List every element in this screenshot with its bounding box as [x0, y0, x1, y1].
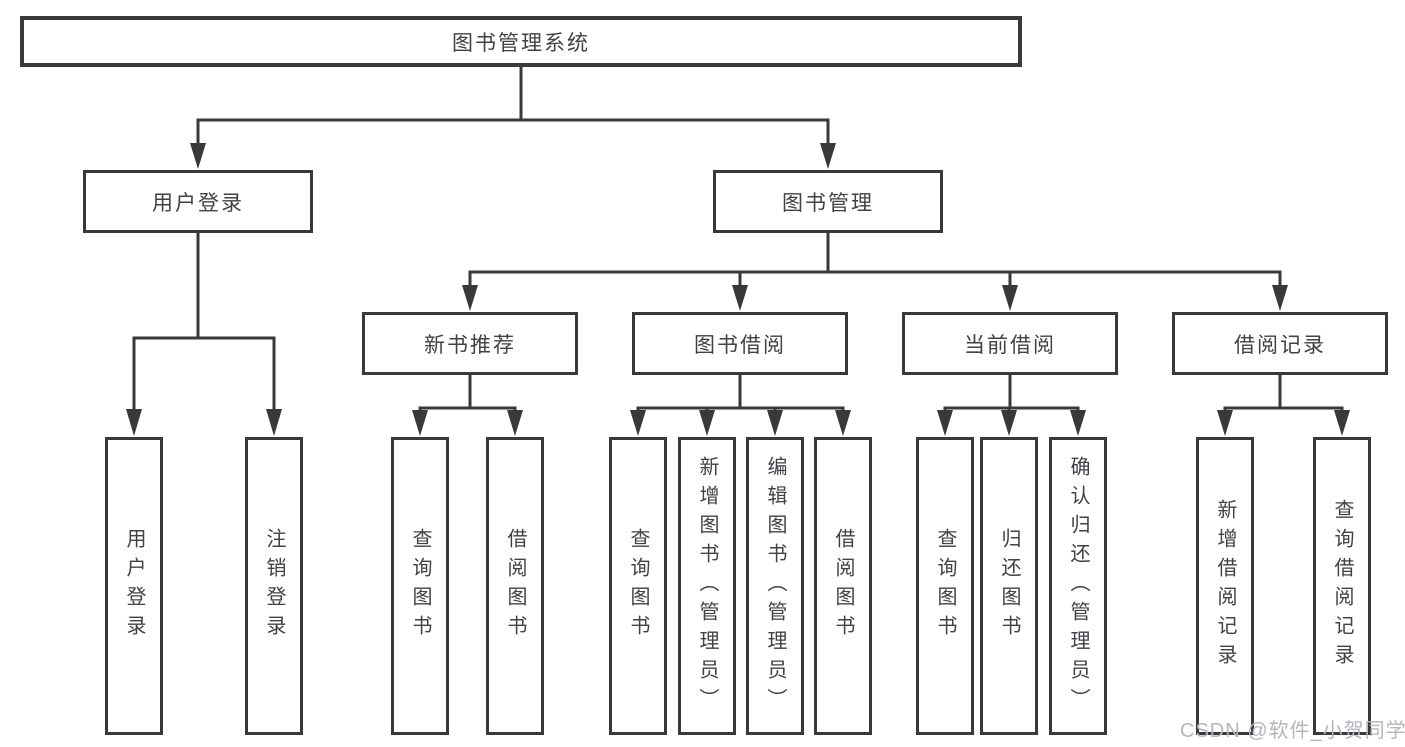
leaf-current-return: 归还图书	[980, 437, 1038, 735]
leaf-borrow-book: 借阅图书	[814, 437, 872, 735]
leaf-user-login: 用户登录	[105, 437, 163, 735]
leaf-current-query: 查询图书	[916, 437, 974, 735]
arrowhead-icons	[126, 143, 1350, 436]
node-user-login: 用户登录	[83, 170, 313, 233]
leaf-label: 编辑图书（管理员）	[764, 455, 786, 717]
leaf-label: 注销登录	[263, 528, 285, 644]
leaf-label: 新增图书（管理员）	[696, 455, 718, 717]
leaf-label: 归还图书	[998, 528, 1020, 644]
leaf-label: 确认归还（管理员）	[1067, 455, 1089, 717]
node-current-borrow-label: 当前借阅	[964, 333, 1056, 357]
node-book-borrow: 图书借阅	[632, 312, 848, 375]
node-current-borrow: 当前借阅	[902, 312, 1118, 375]
csdn-watermark: CSDN @软件_小贺同学	[1180, 720, 1405, 742]
node-book-borrow-label: 图书借阅	[694, 333, 786, 357]
leaf-label: 查询图书	[409, 528, 431, 644]
leaf-current-confirm-admin: 确认归还（管理员）	[1049, 437, 1107, 735]
leaf-borrow-edit-admin: 编辑图书（管理员）	[746, 437, 804, 735]
leaf-label: 借阅图书	[504, 528, 526, 644]
node-user-login-label: 用户登录	[152, 191, 244, 215]
leaf-newbooks-borrow: 借阅图书	[486, 437, 544, 735]
leaf-borrow-query: 查询图书	[609, 437, 667, 735]
leaf-label: 新增借阅记录	[1214, 499, 1236, 673]
leaf-records-add: 新增借阅记录	[1196, 437, 1254, 735]
leaf-records-query: 查询借阅记录	[1313, 437, 1371, 735]
leaf-borrow-add-admin: 新增图书（管理员）	[678, 437, 736, 735]
leaf-logout: 注销登录	[245, 437, 303, 735]
leaf-newbooks-query: 查询图书	[391, 437, 449, 735]
node-root-label: 图书管理系统	[452, 31, 590, 55]
leaf-label: 查询图书	[934, 528, 956, 644]
leaf-label: 借阅图书	[832, 528, 854, 644]
node-borrow-records: 借阅记录	[1172, 312, 1388, 375]
node-new-book-recommend-label: 新书推荐	[424, 333, 516, 357]
leaf-label: 查询借阅记录	[1331, 499, 1353, 673]
node-new-book-recommend: 新书推荐	[362, 312, 578, 375]
node-root: 图书管理系统	[20, 16, 1022, 67]
node-book-management: 图书管理	[713, 170, 943, 233]
leaf-label: 用户登录	[123, 528, 145, 644]
node-borrow-records-label: 借阅记录	[1234, 333, 1326, 357]
leaf-label: 查询图书	[627, 528, 649, 644]
node-book-management-label: 图书管理	[782, 191, 874, 215]
